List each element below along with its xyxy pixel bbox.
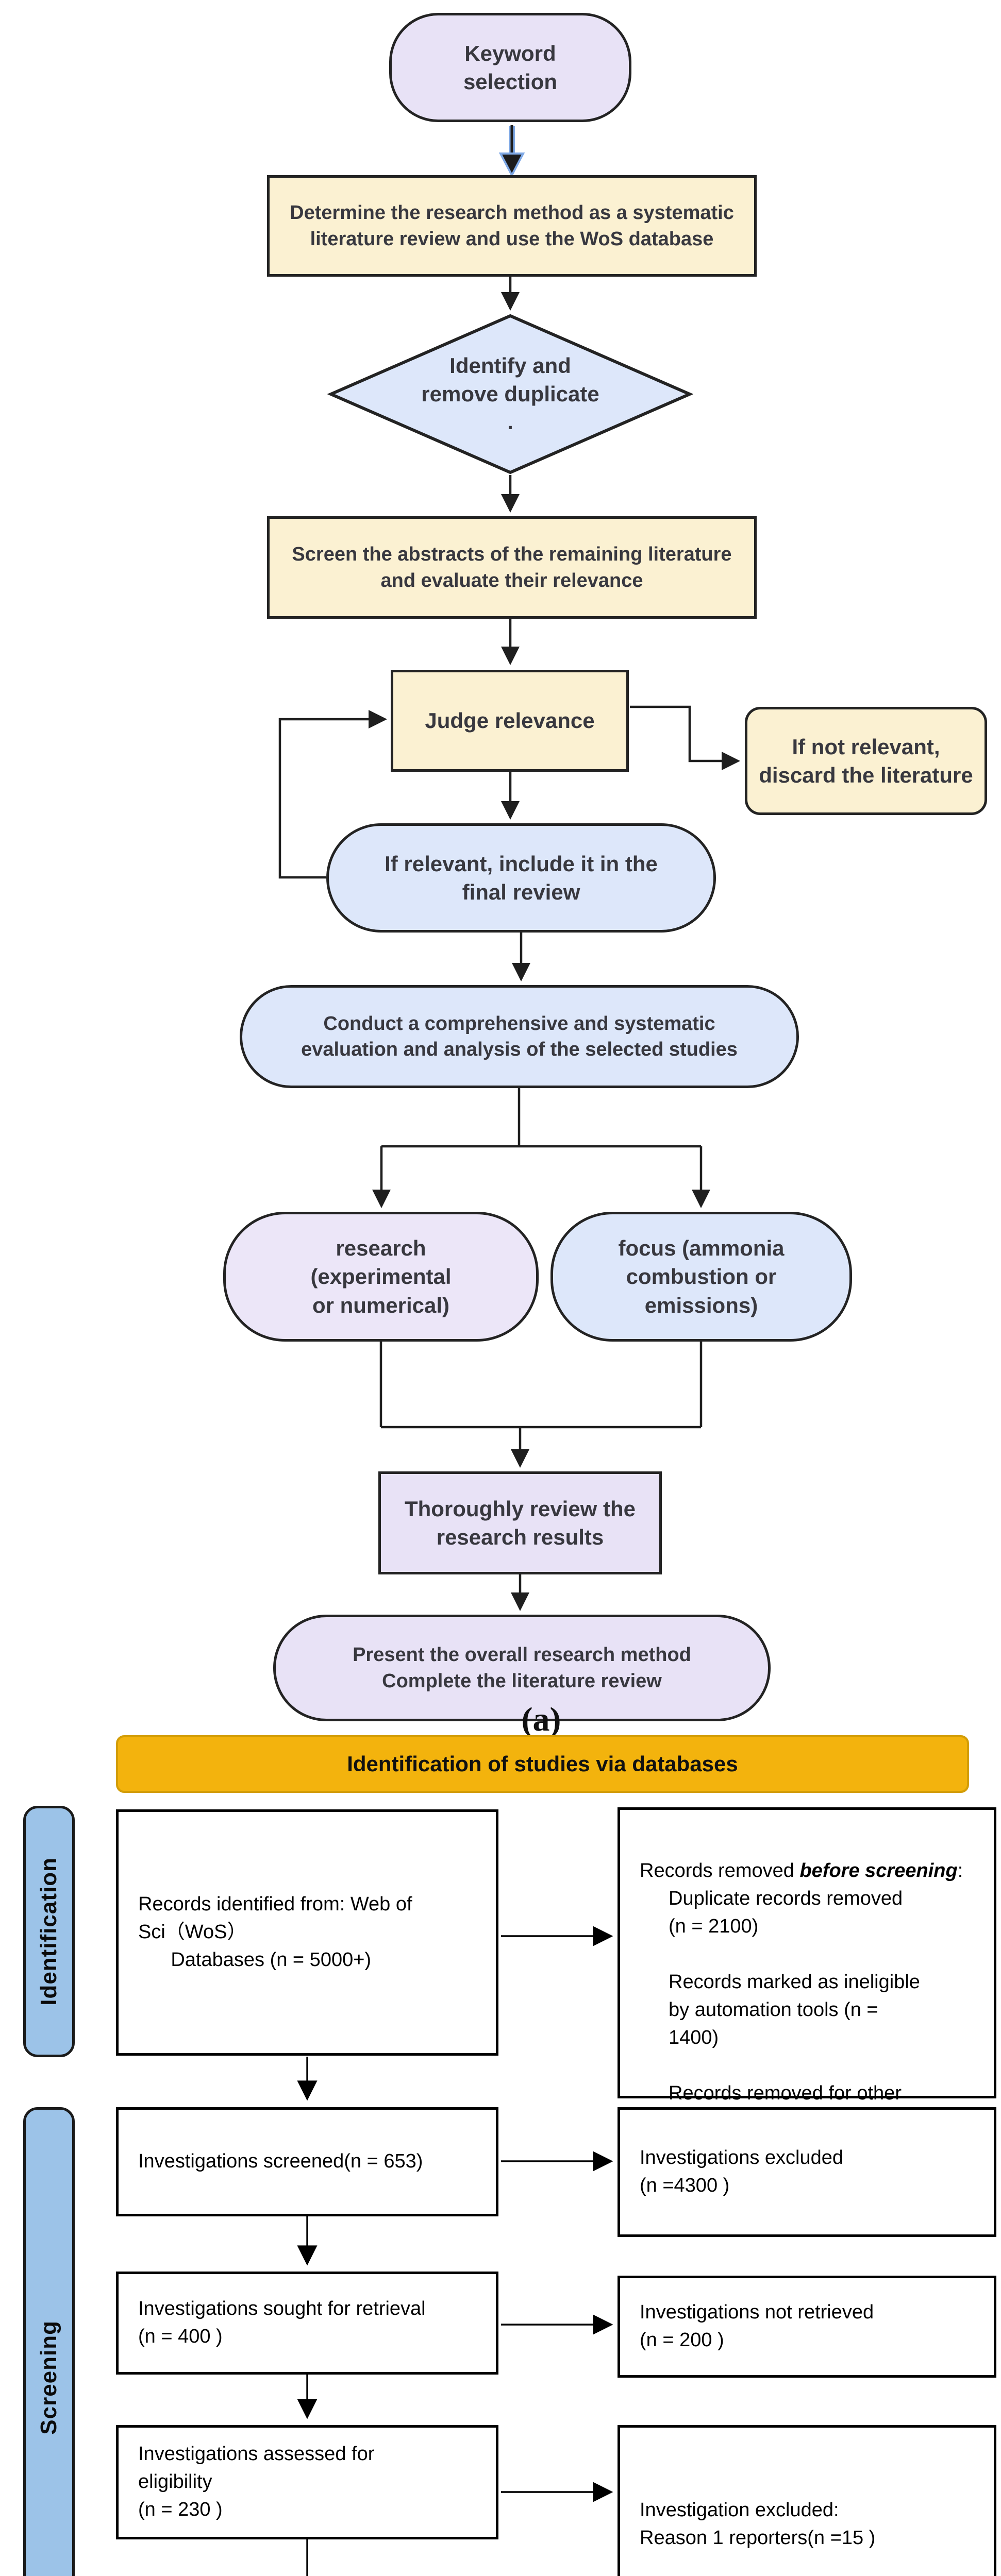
stage-screening: Screening — [23, 2107, 75, 2576]
caption-panel-a: (a) — [521, 1701, 561, 1738]
box-assessed-eligibility-text: Investigations assessed for eligibility … — [138, 2443, 375, 2520]
records-removed-prefix: Records removed — [640, 1859, 800, 1882]
node-determine-method: Determine the research method as a syste… — [267, 175, 757, 277]
box-sought-retrieval: Investigations sought for retrieval (n =… — [116, 2272, 498, 2375]
node-identify-duplicates: Identify and remove duplicate . — [327, 313, 694, 475]
panel-a-connectors — [278, 277, 741, 1612]
box-not-retrieved: Investigations not retrieved (n = 200 ) — [618, 2276, 996, 2378]
node-judge-relevance-label: Judge relevance — [425, 708, 595, 733]
box-investigation-excluded-reasons: Investigation excluded: Reason 1 reporte… — [618, 2425, 996, 2576]
node-research-type-label: research (experimental or numerical) — [310, 1235, 452, 1317]
records-removed-suffix: : — [957, 1859, 963, 1882]
prisma-header-label: Identification of studies via databases — [347, 1752, 738, 1776]
stage-identification-label: Identification — [36, 1857, 61, 2006]
node-conduct-evaluation: Conduct a comprehensive and systematic e… — [240, 985, 799, 1088]
records-removed-item: Records marked as ineligible by automati… — [669, 1971, 920, 2048]
node-not-relevant-label: If not relevant, discard the literature — [759, 734, 973, 787]
excluded-reason: Reason 1 reporters(n =15 ) — [640, 2527, 876, 2549]
box-records-identified: Records identified from: Web of Sci（WoS）… — [116, 1809, 498, 2056]
records-removed-emphasis: before screening — [799, 1859, 958, 1882]
arrow-keyword-to-determine — [498, 125, 525, 178]
stage-screening-label: Screening — [36, 2320, 61, 2435]
box-investigation-excluded-reasons-text: Investigation excluded: Reason 1 reporte… — [620, 2428, 929, 2576]
box-investigations-screened-text: Investigations screened(n = 653) — [138, 2150, 423, 2173]
node-screen-abstracts: Screen the abstracts of the remaining li… — [267, 516, 757, 619]
box-investigations-excluded-text: Investigations excluded (n =4300 ) — [640, 2147, 844, 2196]
node-present-method-label: Present the overall research method Comp… — [353, 1644, 691, 1692]
prisma-header: Identification of studies via databases — [116, 1735, 969, 1793]
node-present-method: Present the overall research method Comp… — [273, 1615, 771, 1721]
records-removed-item: Duplicate records removed (n = 2100) — [669, 1887, 903, 1937]
node-review-results: Thoroughly review the research results — [378, 1471, 662, 1574]
node-focus-topic: focus (ammonia combustion or emissions) — [550, 1212, 852, 1342]
box-investigations-excluded: Investigations excluded (n =4300 ) — [618, 2107, 996, 2237]
box-assessed-eligibility: Investigations assessed for eligibility … — [116, 2425, 498, 2539]
box-sought-retrieval-text: Investigations sought for retrieval (n =… — [138, 2298, 426, 2347]
node-include-final-review: If relevant, include it in the final rev… — [326, 823, 716, 933]
node-identify-duplicates-label: Identify and remove duplicate . — [421, 353, 599, 434]
stage-identification: Identification — [23, 1806, 75, 2057]
node-research-type: research (experimental or numerical) — [223, 1212, 539, 1342]
node-judge-relevance: Judge relevance — [391, 670, 629, 772]
node-conduct-evaluation-label: Conduct a comprehensive and systematic e… — [301, 1012, 738, 1060]
node-keyword-selection: Keyword selection — [389, 13, 631, 122]
diamond-shape — [327, 314, 694, 474]
node-screen-abstracts-label: Screen the abstracts of the remaining li… — [292, 544, 732, 591]
box-records-identified-text: Records identified from: Web of Sci（WoS）… — [138, 1893, 412, 1971]
box-records-removed: Records removed before screening: Duplic… — [618, 1807, 996, 2132]
node-keyword-selection-label: Keyword selection — [463, 41, 558, 94]
node-not-relevant: If not relevant, discard the literature — [745, 707, 987, 815]
node-include-final-review-label: If relevant, include it in the final rev… — [385, 851, 658, 904]
box-investigations-screened: Investigations screened(n = 653) — [116, 2107, 498, 2216]
node-review-results-label: Thoroughly review the research results — [404, 1496, 636, 1549]
box-not-retrieved-text: Investigations not retrieved (n = 200 ) — [640, 2301, 874, 2351]
node-determine-method-label: Determine the research method as a syste… — [290, 202, 734, 250]
excluded-reasons-header: Investigation excluded: — [640, 2499, 839, 2521]
node-focus-topic-label: focus (ammonia combustion or emissions) — [618, 1235, 785, 1317]
